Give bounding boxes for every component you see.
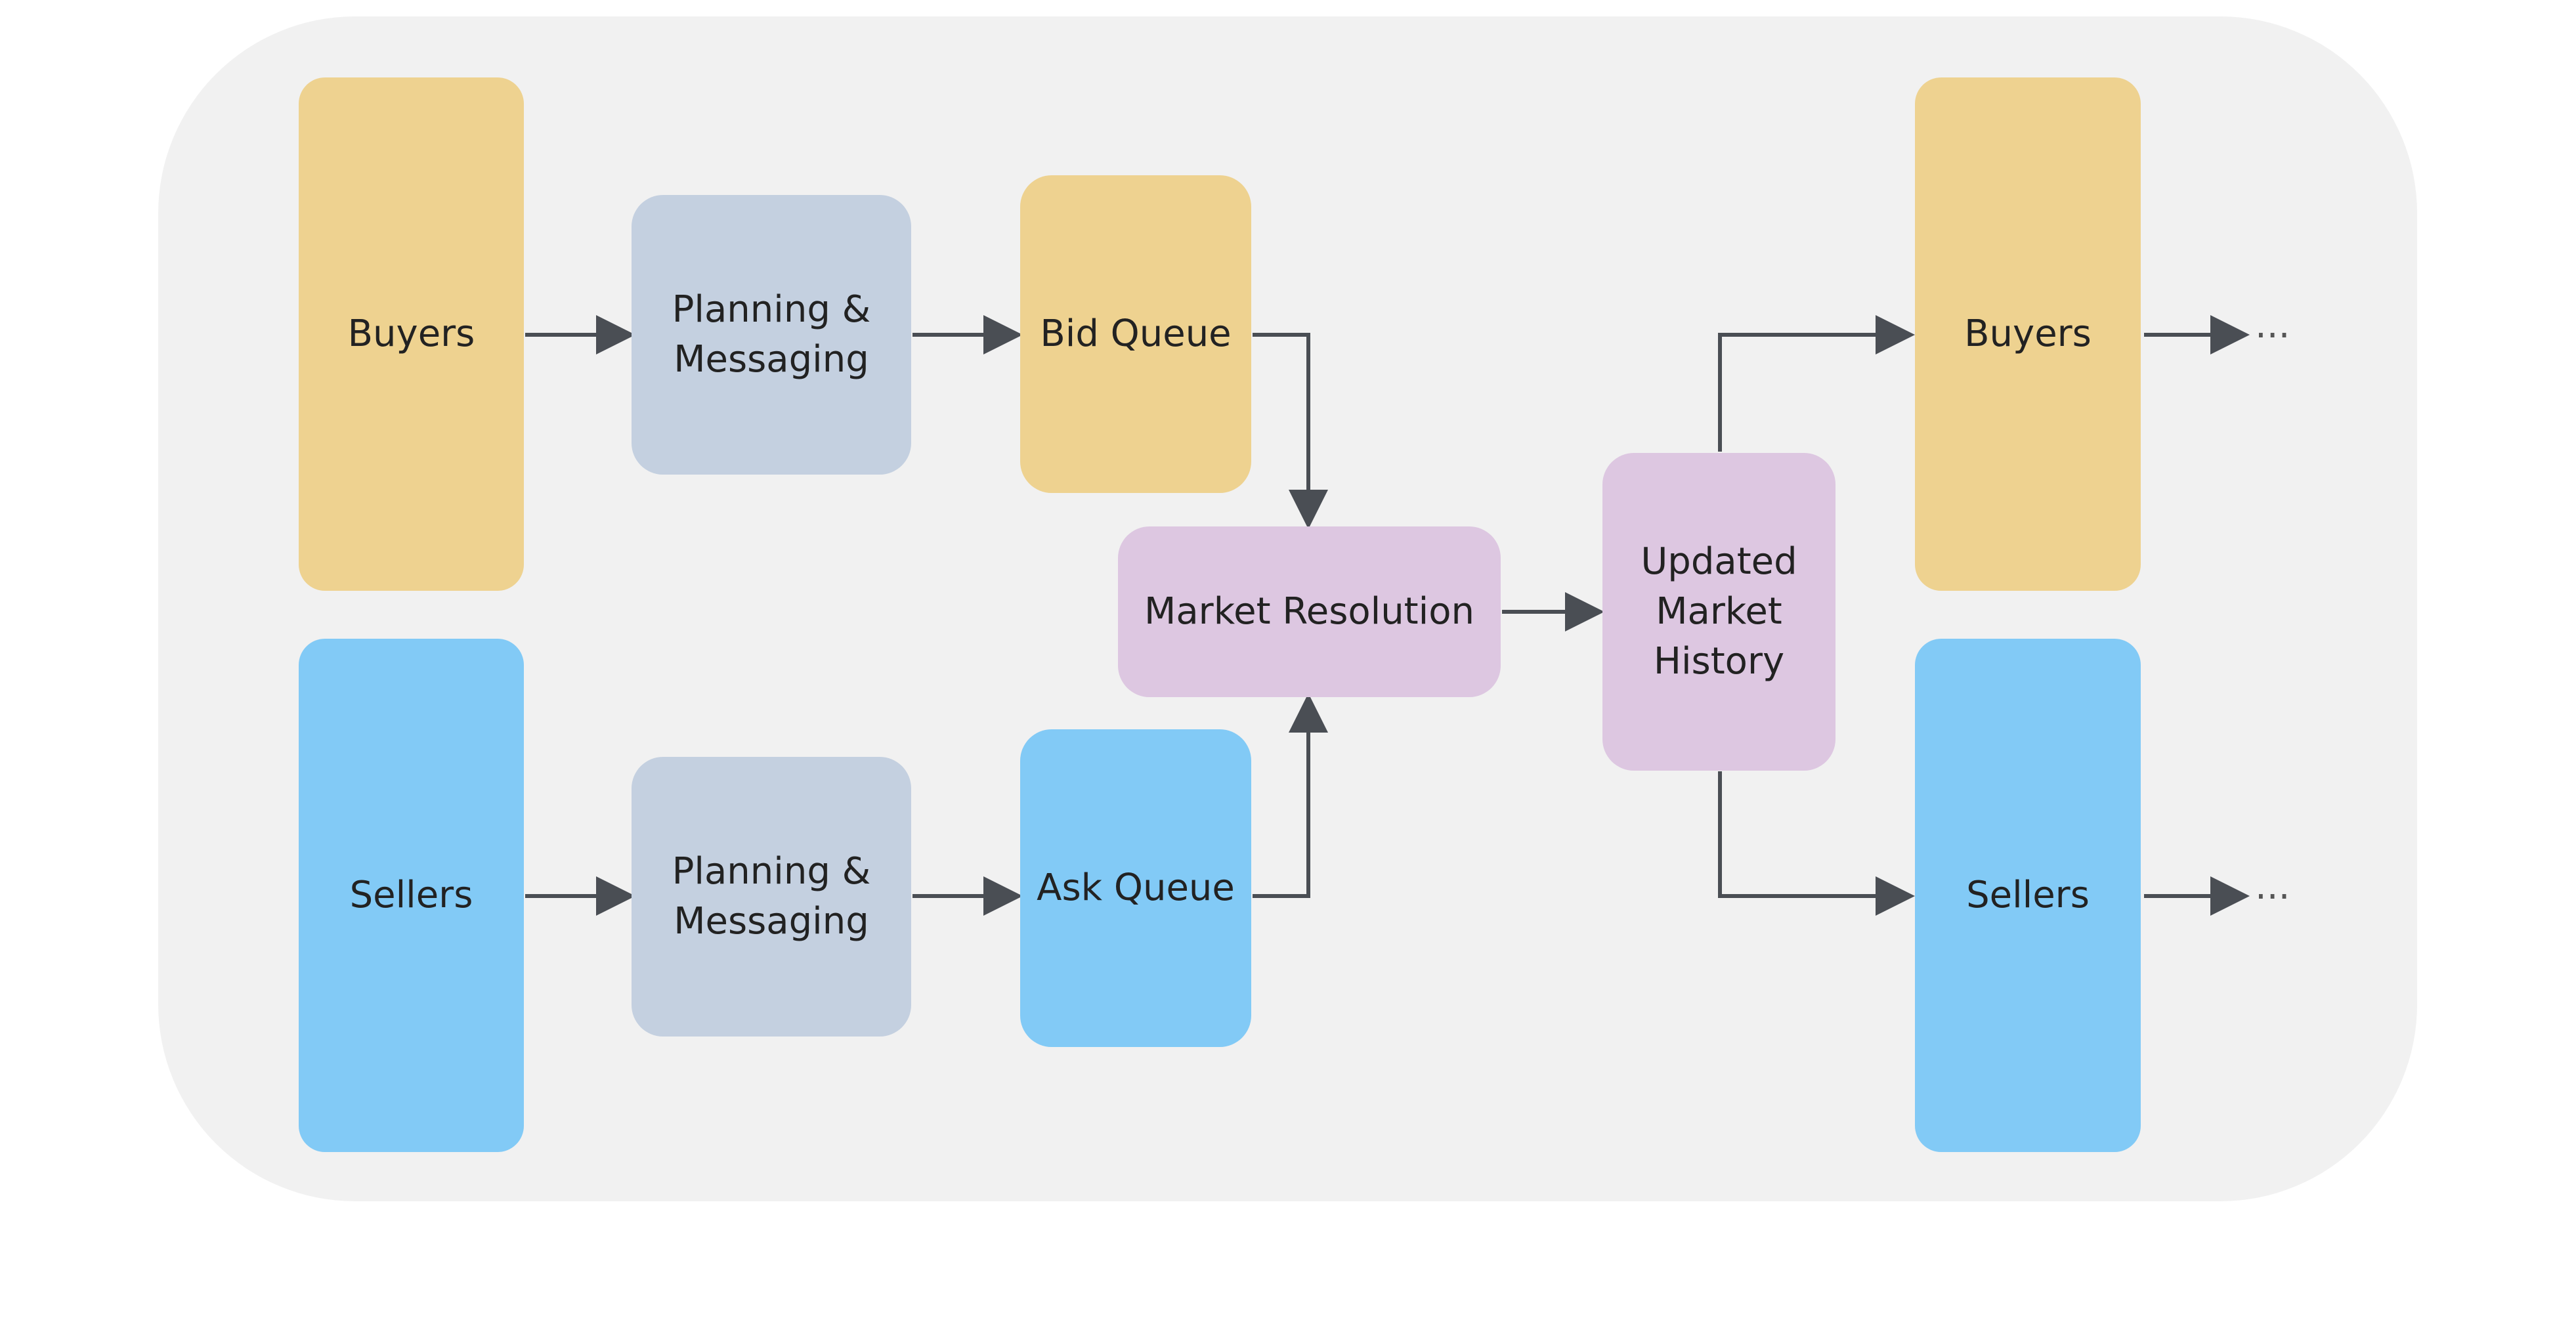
sellers-node-left: Sellers <box>299 639 524 1152</box>
buyers-continuation-ellipsis: ··· <box>2255 314 2290 357</box>
arrow-bid-queue-to-market-resolution <box>1253 333 1328 529</box>
arrow-history-to-buyers <box>1718 315 1915 452</box>
arrow-history-to-sellers <box>1718 771 1915 916</box>
buyers-node-right: Buyers <box>1915 77 2141 591</box>
sellers-node-right: Sellers <box>1915 639 2141 1152</box>
market-resolution-node: Market Resolution <box>1118 526 1501 697</box>
ask-queue-node: Ask Queue <box>1020 729 1251 1047</box>
buyers-node-left: Buyers <box>299 77 524 591</box>
planning-messaging-node-top: Planning & Messaging <box>632 195 911 475</box>
planning-messaging-node-bottom: Planning & Messaging <box>632 757 911 1037</box>
sellers-continuation-ellipsis: ··· <box>2255 876 2290 918</box>
bid-queue-node: Bid Queue <box>1020 175 1251 493</box>
updated-market-history-node: Updated Market History <box>1602 453 1835 771</box>
arrow-ask-queue-to-market-resolution <box>1253 693 1328 898</box>
